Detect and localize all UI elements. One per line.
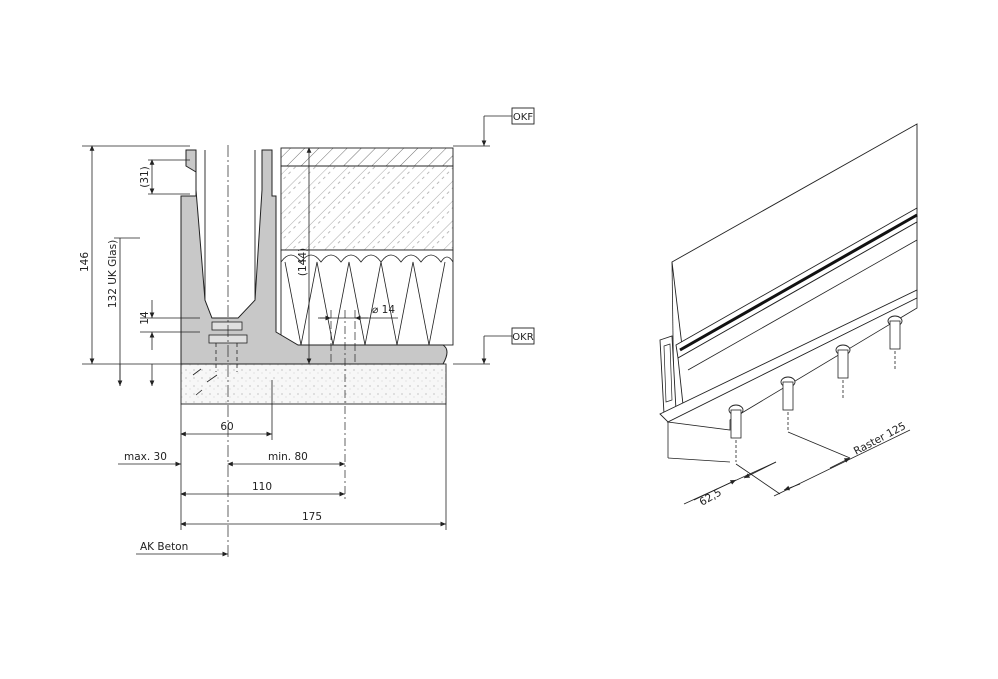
dim-60: 60 bbox=[220, 421, 233, 433]
dim-110: 110 bbox=[252, 481, 272, 493]
dim-175: 175 bbox=[302, 511, 322, 523]
iso-bolts bbox=[728, 315, 903, 462]
dim-max30: max. 30 bbox=[124, 451, 167, 463]
dim-31: (31) bbox=[139, 166, 151, 188]
dim-min80: min. 80 bbox=[268, 451, 308, 463]
dim-132: 132 UK Glas) bbox=[107, 240, 119, 308]
dim-144: (144) bbox=[297, 248, 309, 276]
screed-layer bbox=[280, 165, 454, 251]
dim-146: 146 bbox=[79, 252, 91, 272]
section-view: 146 (31) 132 UK Glas) 14 (144) ⌀ 14 60 m… bbox=[79, 107, 535, 560]
glass-profile bbox=[180, 149, 448, 365]
dim-62-5: 62,5 bbox=[698, 487, 724, 509]
bolt bbox=[887, 315, 903, 370]
bolt bbox=[728, 404, 744, 462]
okf-label: OKF bbox=[513, 112, 533, 123]
isometric-view: 62,5 Raster 125 bbox=[659, 123, 918, 509]
bolt bbox=[835, 344, 851, 400]
okr-label: OKR bbox=[512, 332, 533, 343]
floor-tile-layer bbox=[280, 147, 454, 167]
bolt bbox=[780, 376, 796, 432]
raster-125: Raster 125 bbox=[852, 420, 908, 457]
dim-dia-14: ⌀ 14 bbox=[372, 304, 395, 316]
ak-beton-label: AK Beton bbox=[140, 541, 188, 553]
dim-14: 14 bbox=[139, 311, 151, 325]
